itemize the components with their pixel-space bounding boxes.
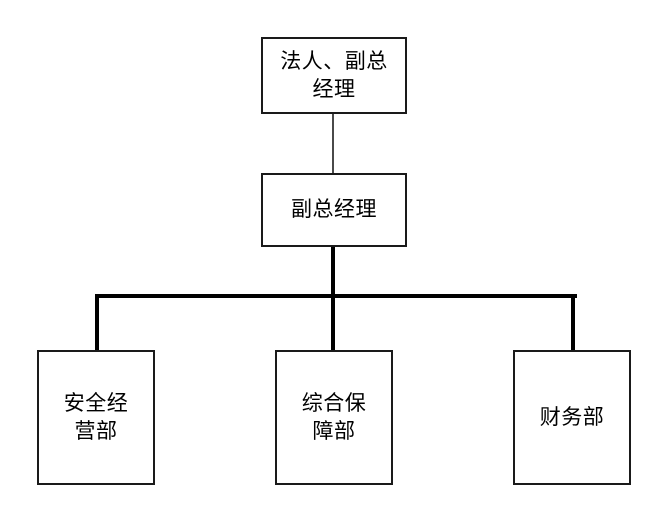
node-label-legal-rep-vice-gm: 法人、副总 经理 [280,48,388,101]
node-label-finance-dept: 财务部 [539,404,605,429]
connector-drop-safety-operations [95,294,99,352]
connector-drop-finance [571,294,575,352]
node-label-vice-gm: 副总经理 [291,197,377,222]
node-label-general-support-dept: 综合保 障部 [301,390,367,443]
node-label-safety-operations-dept: 安全经 营部 [63,390,129,443]
node-legal-rep-vice-gm[interactable]: 法人、副总 经理 [261,37,407,114]
node-vice-gm[interactable]: 副总经理 [261,173,407,247]
connector-second-trunk [331,247,335,298]
node-safety-operations-dept[interactable]: 安全经 营部 [37,350,155,485]
connector-horizontal-bus [95,294,577,298]
node-general-support-dept[interactable]: 综合保 障部 [275,350,393,485]
connector-top-to-second [332,114,334,173]
connector-drop-general-support [331,294,335,352]
node-finance-dept[interactable]: 财务部 [513,350,631,485]
